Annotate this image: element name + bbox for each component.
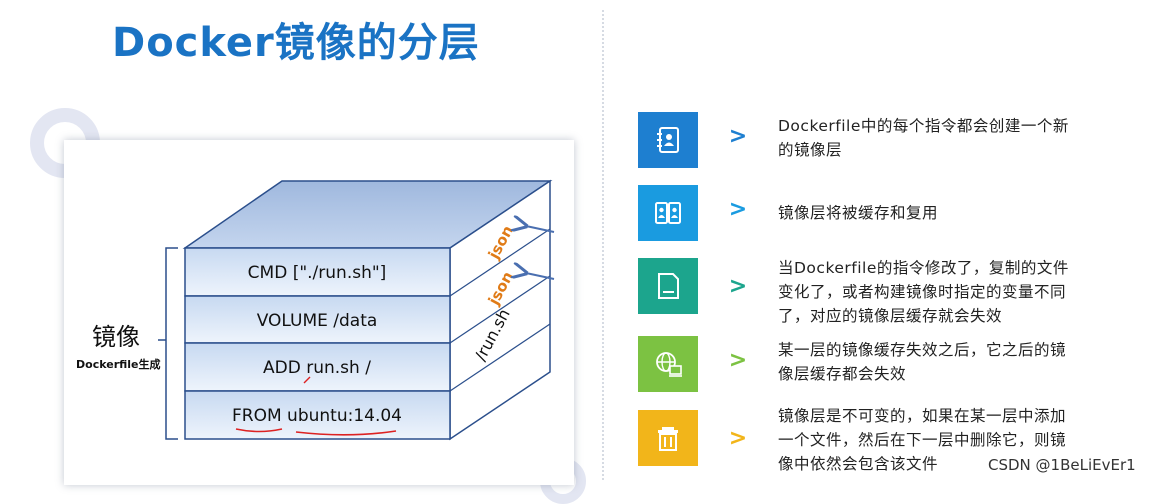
image-label: 镜像	[92, 323, 140, 351]
trash-icon	[658, 427, 678, 451]
list-item: > 当Dockerfile的指令修改了，复制的文件 变化了，或者构建镜像时指定的…	[638, 258, 1158, 325]
icon-tile	[638, 185, 698, 241]
icon-tile	[638, 112, 698, 168]
layer-from	[184, 390, 451, 440]
underline-ubuntu	[295, 430, 397, 436]
arrow-2	[526, 273, 555, 280]
layer-cmd-label: CMD ["./run.sh"]	[248, 263, 387, 283]
page-title: Docker镜像的分层	[112, 20, 480, 66]
list-item: > 某一层的镜像缓存失效之后，它之后的镜 像层缓存都会失效	[638, 336, 1158, 396]
layer-add-label: ADD run.sh /	[263, 358, 371, 378]
watermark: CSDN @1BeLiEvEr1	[988, 456, 1136, 474]
layer-add	[184, 342, 451, 392]
icon-tile	[638, 336, 698, 392]
document-icon	[658, 273, 679, 299]
item-text: 镜像层是不可变的，如果在某一层中添加 一个文件，然后在下一层中删除它，则镜 像中…	[778, 407, 1067, 473]
item-text: 某一层的镜像缓存失效之后，它之后的镜 像层缓存都会失效	[778, 341, 1067, 383]
chevron-right-icon: >	[728, 348, 748, 373]
id-cards-icon	[655, 202, 681, 224]
layer-from-label: FROM ubuntu:14.04	[232, 406, 402, 426]
layer-diagram: CMD ["./run.sh"] VOLUME /data ADD run.sh…	[76, 179, 555, 441]
chevron-right-icon: >	[728, 274, 748, 299]
icon-tile	[638, 410, 698, 466]
layer-volume-label: VOLUME /data	[257, 311, 378, 331]
list-item: > 镜像层是不可变的，如果在某一层中添加 一个文件，然后在下一层中删除它，则镜 …	[638, 407, 1158, 473]
contact-book-icon	[657, 127, 679, 153]
list-item: > Dockerfile中的每个指令都会创建一个新 的镜像层	[638, 112, 1158, 172]
arrow-1	[526, 226, 555, 233]
icon-tile	[638, 258, 698, 314]
layer-volume	[184, 295, 451, 344]
chevron-right-icon: >	[728, 124, 748, 149]
image-bracket	[158, 247, 178, 440]
chevron-right-icon: >	[728, 426, 748, 451]
globe-computer-icon	[656, 352, 682, 377]
item-text: 当Dockerfile的指令修改了，复制的文件 变化了，或者构建镜像时指定的变量…	[778, 259, 1069, 325]
chevron-right-icon: >	[728, 197, 748, 222]
item-text: 镜像层将被缓存和复用	[778, 204, 939, 222]
underline-from	[235, 428, 283, 433]
red-mark-add	[303, 376, 311, 384]
layer-cmd	[184, 247, 451, 297]
column-divider	[602, 10, 604, 480]
list-item: > 镜像层将被缓存和复用	[638, 185, 1158, 245]
image-sublabel: Dockerfile生成	[76, 357, 161, 371]
item-text: Dockerfile中的每个指令都会创建一个新 的镜像层	[778, 117, 1069, 159]
